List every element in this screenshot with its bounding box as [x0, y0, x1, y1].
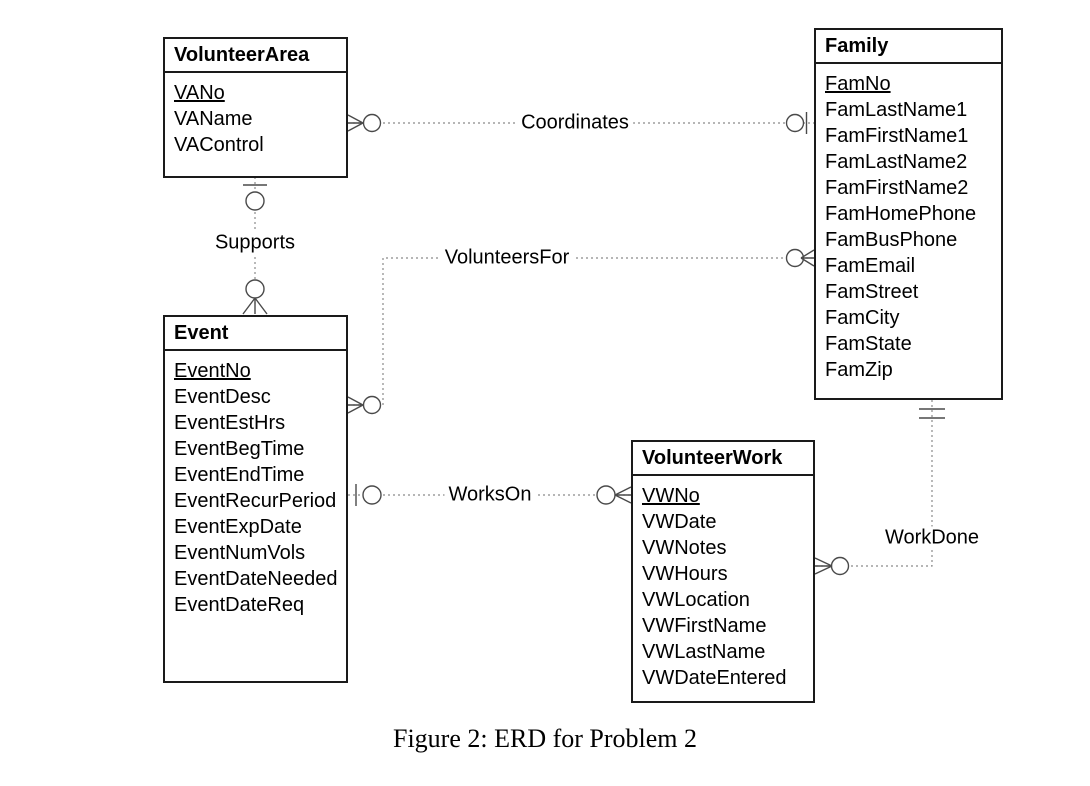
entity-attribute: EventBegTime: [174, 438, 305, 460]
entity-attribute: EventRecurPeriod: [174, 490, 337, 512]
entity-attribute: FamFirstName1: [825, 125, 969, 147]
entity-attribute: FamLastName1: [825, 99, 968, 121]
entity-attribute: FamBusPhone: [825, 229, 958, 251]
entity-attribute: VAName: [174, 108, 253, 130]
crow-foot-many-icon: [800, 249, 815, 267]
optional-circle-icon: [362, 395, 382, 415]
entity-attribute: EventDesc: [174, 386, 271, 408]
relationship-label-coordinates: Coordinates: [517, 111, 633, 135]
entity-title: Event: [165, 317, 346, 351]
entity-attribute: EventEstHrs: [174, 412, 286, 434]
entity-attribute: FamEmail: [825, 255, 916, 277]
entity-title: Family: [816, 30, 1001, 64]
entity-attribute: EventNumVols: [174, 542, 306, 564]
entity-attribute: VWFirstName: [642, 615, 767, 637]
entity-attribute: VWLocation: [642, 589, 750, 611]
entity-attribute-primary-key: VANo: [174, 82, 225, 104]
relationship-label-supports: Supports: [210, 231, 300, 255]
entity-attribute: EventDateNeeded: [174, 568, 338, 590]
crow-foot-many-icon: [242, 297, 268, 315]
optional-circle-icon: [362, 485, 382, 505]
entity-attribute: VWLastName: [642, 641, 766, 663]
entity-attribute: FamStreet: [825, 281, 919, 303]
entity-attribute: EventDateReq: [174, 594, 305, 616]
optional-circle-icon: [785, 113, 805, 133]
entity-attribute: VWDate: [642, 511, 717, 533]
entity-attribute: VAControl: [174, 134, 264, 156]
optional-circle-icon: [245, 191, 265, 211]
optional-circle-icon: [830, 556, 850, 576]
crow-foot-many-icon: [347, 114, 364, 132]
optional-circle-icon: [245, 279, 265, 299]
crow-foot-many-icon: [614, 486, 632, 504]
entity-attribute: FamHomePhone: [825, 203, 977, 225]
relationship-volunteersfor: [347, 248, 815, 415]
crow-foot-many-icon: [347, 396, 364, 414]
crow-foot-many-icon: [814, 557, 833, 575]
optional-circle-icon: [596, 485, 616, 505]
double-bar-one-and-only-one-icon: [919, 408, 945, 419]
entity-attribute: FamState: [825, 333, 912, 355]
optional-circle-icon: [785, 248, 805, 268]
entity-title: VolunteerArea: [165, 39, 346, 73]
entity-attribute: FamFirstName2: [825, 177, 969, 199]
entity-attribute: VWNotes: [642, 537, 727, 559]
entity-attribute: EventExpDate: [174, 516, 302, 538]
entity-attribute: FamZip: [825, 359, 893, 381]
relationship-label-workson: WorksOn: [444, 483, 536, 507]
relationship-label-workdone: WorkDone: [880, 526, 984, 550]
entity-attribute: FamCity: [825, 307, 900, 329]
entity-attribute-primary-key: EventNo: [174, 360, 251, 382]
entity-attribute: VWDateEntered: [642, 667, 787, 689]
optional-circle-icon: [362, 113, 382, 133]
entity-attribute: FamLastName2: [825, 151, 968, 173]
entity-attribute-primary-key: FamNo: [825, 73, 891, 95]
entity-attribute: VWHours: [642, 563, 728, 585]
entity-attribute-primary-key: VWNo: [642, 485, 700, 507]
entity-title: VolunteerWork: [633, 442, 813, 476]
relationship-label-volunteersfor: VolunteersFor: [440, 246, 574, 270]
entity-attribute: EventEndTime: [174, 464, 305, 486]
figure-caption: Figure 2: ERD for Problem 2: [392, 724, 698, 753]
volunteersfor-line: [348, 257, 814, 406]
